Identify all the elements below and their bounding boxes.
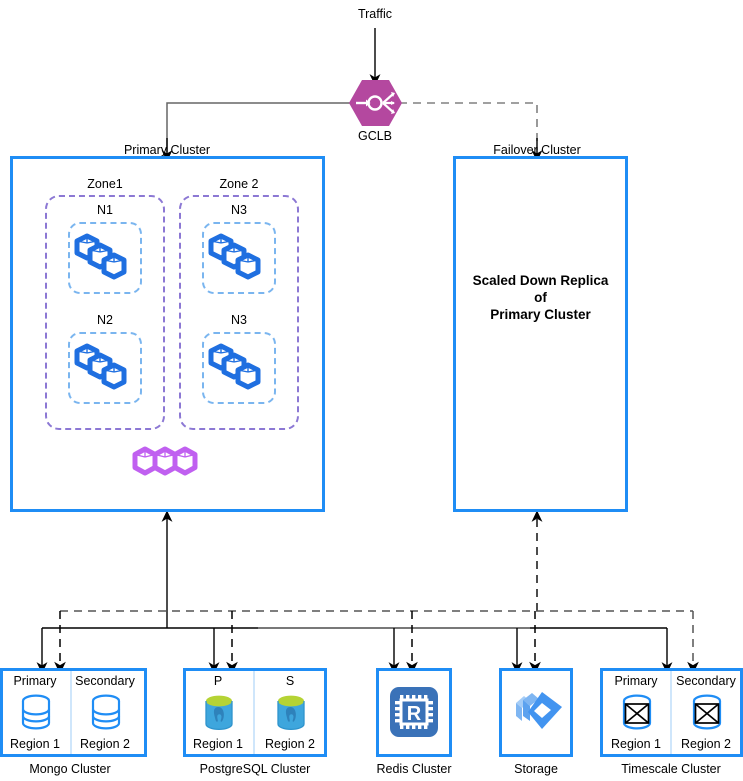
gclb-icon[interactable] [348,79,403,127]
pod-cubes-icon [208,232,268,287]
zone2-label: Zone 2 [219,177,259,191]
node-n1-label: N1 [97,203,113,217]
postgresql-secondary-role: S [285,674,295,688]
mongo-cluster-caption: Mongo Cluster [29,762,111,776]
node-n3b-label: N3 [231,313,247,327]
postgres-db-icon [276,694,306,732]
pod-cubes-icon [208,342,268,397]
timescale-primary-region: Region 1 [610,737,662,751]
edge-gclb-to-primary [166,102,352,152]
zone2-box [179,195,299,430]
failover-body-line1: Scaled Down Replica [472,273,609,288]
timescale-secondary-region: Region 2 [680,737,732,751]
node-n2-box [68,332,142,404]
mongo-secondary-region: Region 2 [79,737,131,751]
mongo-primary-role: Primary [13,674,57,688]
mongo-secondary-role: Secondary [75,674,135,688]
postgresql-secondary-region: Region 2 [264,737,316,751]
node-n3b-box [202,332,276,404]
cloud-storage-icon [510,685,564,739]
failover-body-line3: Primary Cluster [490,307,591,322]
timescale-db-icon [622,694,652,730]
mongo-primary-region: Region 1 [9,737,61,751]
purple-cubes-icon [131,446,203,482]
zone1-label: Zone1 [87,177,123,191]
node-n1-box [68,222,142,294]
redis-chip-icon: R [386,681,442,743]
timescale-primary-role: Primary [614,674,658,688]
timescale-secondary-role: Secondary [676,674,736,688]
redis-cluster-box[interactable] [376,668,452,757]
pod-cubes-icon [74,232,134,287]
traffic-label: Traffic [357,7,393,21]
redis-glyph: R [407,703,422,725]
failover-body-line2: of [534,290,547,305]
node-n2-label: N2 [97,313,113,327]
postgres-db-icon [204,694,234,732]
timescale-divider [670,671,672,754]
timescale-db-icon [692,694,722,730]
node-n3a-label: N3 [231,203,247,217]
postgresql-cluster-caption: PostgreSQL Cluster [199,762,311,776]
node-n3a-box [202,222,276,294]
mongo-divider [70,671,72,754]
postgresql-primary-region: Region 1 [192,737,244,751]
storage-caption: Storage [514,762,558,776]
pod-cubes-icon [74,342,134,397]
primary-cluster-label: Primary Cluster [123,143,211,157]
gclb-label: GCLB [357,129,393,143]
failover-cluster-label: Failover Cluster [493,143,581,157]
timescale-cluster-caption: Timescale Cluster [621,762,721,776]
postgresql-primary-role: P [213,674,223,688]
mongo-db-icon [91,694,121,730]
mongo-db-icon [21,694,51,730]
zone1-box [45,195,165,430]
postgresql-divider [253,671,255,754]
edge-gclb-to-failover [399,102,538,150]
failover-cluster-box[interactable] [453,156,628,512]
redis-cluster-caption: Redis Cluster [376,762,452,776]
